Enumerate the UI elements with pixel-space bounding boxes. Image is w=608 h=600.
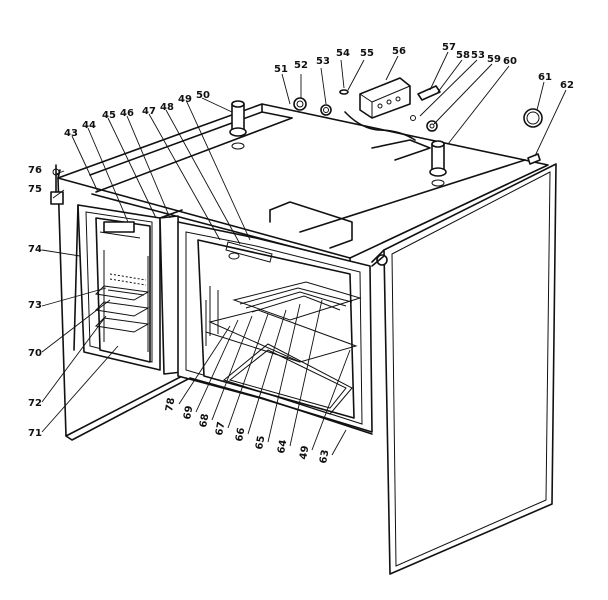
callout-62: 62 (560, 80, 574, 91)
callout-52: 52 (294, 60, 308, 71)
callout-44: 44 (82, 120, 96, 131)
callout-54: 54 (336, 48, 350, 59)
callout-67: 67 (214, 421, 227, 437)
callout-51: 51 (274, 64, 288, 75)
callout-63: 63 (318, 449, 331, 465)
right-oven-cavity (197, 239, 362, 419)
right-side-panel (371, 163, 557, 575)
callout-labels: 50 51 52 53 54 55 56 57 58 53 59 60 61 6… (28, 42, 574, 465)
callout-68: 68 (198, 413, 211, 429)
top-post-right (429, 140, 447, 187)
callout-47: 47 (142, 106, 156, 117)
callout-58: 58 (456, 50, 470, 61)
callout-75: 75 (28, 184, 42, 195)
callout-70: 70 (28, 348, 42, 359)
callout-53: 53 (471, 50, 485, 61)
callout-45: 45 (102, 110, 116, 121)
callout-66: 66 (234, 427, 247, 443)
callout-78: 78 (164, 397, 177, 413)
callout-56: 56 (392, 46, 406, 57)
callout-65: 65 (254, 435, 267, 451)
cabinet-bottom-edge (189, 255, 385, 435)
callout-76: 76 (28, 165, 42, 176)
callout-50: 50 (196, 90, 210, 101)
callout-59: 59 (487, 54, 501, 65)
small-parts (293, 77, 543, 165)
callout-60: 60 (503, 56, 517, 67)
callout-43: 43 (64, 128, 78, 139)
top-post-left (229, 100, 247, 150)
callout-48: 48 (160, 102, 174, 113)
callout-73: 73 (28, 300, 42, 311)
callout-49: 49 (178, 94, 192, 105)
callout-64: 64 (276, 439, 289, 455)
callout-53: 53 (316, 56, 330, 67)
callout-57: 57 (442, 42, 456, 53)
callout-55: 55 (360, 48, 374, 59)
callout-74: 74 (28, 244, 42, 255)
leader-lines (41, 51, 567, 456)
callout-72: 72 (28, 398, 42, 409)
callout-71: 71 (28, 428, 42, 439)
callout-49: 49 (298, 445, 311, 461)
left-oven-cavity (94, 217, 151, 363)
callout-61: 61 (538, 72, 552, 83)
callout-69: 69 (182, 405, 195, 421)
callout-46: 46 (120, 108, 134, 119)
